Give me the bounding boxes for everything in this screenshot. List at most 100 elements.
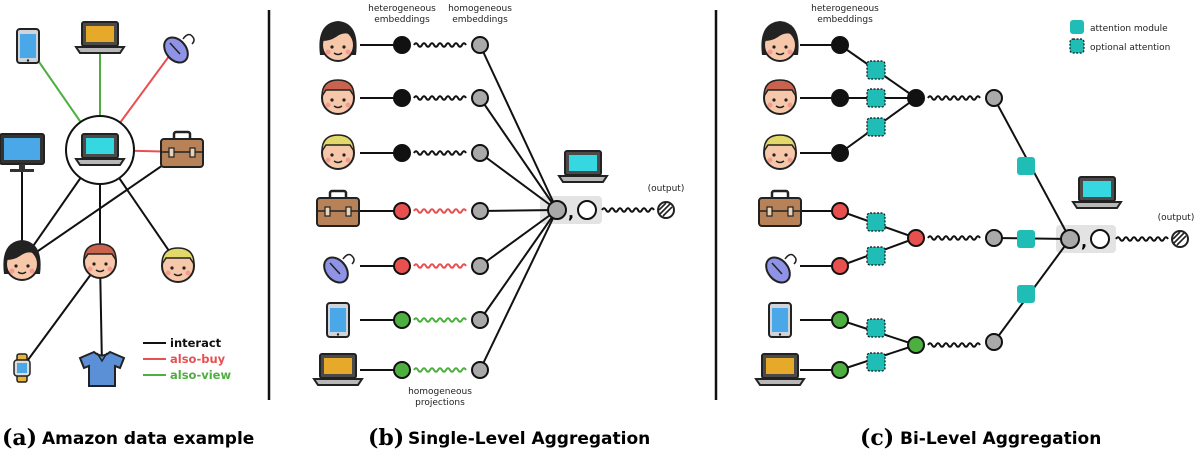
b-output-label: (output) xyxy=(648,184,685,194)
panel-a-legend: interact also-buy also-view xyxy=(143,336,231,382)
c-legend: attention module optional attention xyxy=(1069,20,1170,54)
panel-a-edges xyxy=(21,40,183,369)
b-row-1-homo-node xyxy=(471,89,489,107)
c-g1-wave xyxy=(927,235,981,241)
panel-a-caption-letter: (a) xyxy=(2,425,37,451)
c-label-hetero-2: embeddings xyxy=(817,15,873,25)
woman-avatar-icon xyxy=(2,239,42,281)
panel-b-caption-letter: (b) xyxy=(368,425,404,451)
edge-man-shirt xyxy=(99,261,103,367)
c-g1-r0-hetero-node xyxy=(831,202,849,220)
panel-c-caption-text: Bi-Level Aggregation xyxy=(900,429,1101,449)
b-row-4-source-icon xyxy=(318,251,355,289)
c-g2-r0-optional-attention xyxy=(866,318,886,338)
laptop-icon xyxy=(75,21,125,54)
c-g1-r1-hetero-node xyxy=(831,257,849,275)
c-g1-r1-source-icon xyxy=(760,251,797,289)
b-row-4-fan-edge xyxy=(479,209,558,267)
b-label-proj-1: homogeneous xyxy=(408,387,472,397)
c-g0-homo-node xyxy=(985,89,1003,107)
monitor-icon xyxy=(0,133,45,173)
b-row-3-projection-wave xyxy=(413,208,467,214)
c-g2-r0-source-icon xyxy=(768,302,792,338)
b-label-hetero-2: embeddings xyxy=(374,15,430,25)
c-g2-wave xyxy=(927,342,981,348)
legend-optional-label: optional attention xyxy=(1090,43,1170,53)
c-target-laptop-icon xyxy=(1072,176,1122,209)
b-agg-node xyxy=(547,200,567,220)
c-self-node xyxy=(1090,229,1110,249)
panel-a: interact also-buy also-view (a) Amazon d… xyxy=(0,21,254,451)
panel-c: heterogeneous embeddings attention modul… xyxy=(755,4,1194,451)
b-output-wave xyxy=(601,207,655,213)
watch-icon xyxy=(13,353,31,383)
b-row-1-projection-wave xyxy=(413,95,467,101)
legend-also-view: also-view xyxy=(170,368,231,382)
man-red-avatar-icon xyxy=(83,243,117,279)
panel-a-caption-text: Amazon data example xyxy=(42,429,254,449)
shirt-icon xyxy=(79,351,125,387)
b-row-2-source-icon xyxy=(321,134,355,170)
c-g2-r1-hetero-node xyxy=(831,361,849,379)
c-g1-r0-source-icon xyxy=(757,189,803,228)
c-g0-hub-node xyxy=(907,89,925,107)
b-row-6-projection-wave xyxy=(413,367,467,373)
c-g0-r2-source-icon xyxy=(763,134,797,170)
panel-c-caption-letter: (c) xyxy=(860,425,894,451)
legend-interact: interact xyxy=(170,336,222,350)
b-row-4-projection-wave xyxy=(413,263,467,269)
b-comma: , xyxy=(568,203,574,222)
c-g1-hub-node xyxy=(907,229,925,247)
c-output-hatch-icon xyxy=(1171,230,1189,248)
b-row-3-hetero-node xyxy=(393,202,411,220)
tablet-icon xyxy=(16,28,40,64)
briefcase-icon xyxy=(159,130,205,169)
c-g0-r0-hetero-node xyxy=(831,36,849,54)
b-row-0-source-icon xyxy=(318,20,358,62)
b-row-3-homo-node xyxy=(471,202,489,220)
b-row-6-source-icon xyxy=(313,353,363,386)
c-label-hetero-1: heterogeneous xyxy=(811,4,879,14)
c-g2-r1-source-icon xyxy=(755,353,805,386)
c-g0-attention-module xyxy=(1017,157,1035,175)
legend-also-buy: also-buy xyxy=(170,352,226,366)
c-g0-r1-hetero-node xyxy=(831,89,849,107)
b-row-0-homo-node xyxy=(471,36,489,54)
c-g0-r2-optional-attention xyxy=(866,117,886,137)
panel-b-caption-text: Single-Level Aggregation xyxy=(408,429,650,449)
c-g2-attention-module xyxy=(1017,285,1035,303)
c-g0-r2-hetero-node xyxy=(831,144,849,162)
b-row-2-projection-wave xyxy=(413,150,467,156)
b-label-homo-1: homogeneous xyxy=(448,4,512,14)
b-target-laptop-icon xyxy=(558,150,608,183)
b-row-1-fan-edge xyxy=(479,97,558,211)
b-row-2-fan-edge xyxy=(479,152,558,211)
c-g0-r0-source-icon xyxy=(760,20,800,62)
c-g1-homo-node xyxy=(985,229,1003,247)
edge-briefcase-woman xyxy=(21,151,183,263)
b-row-0-projection-wave xyxy=(413,42,467,48)
panel-c-graph xyxy=(755,20,1071,386)
b-row-5-hetero-node xyxy=(393,311,411,329)
b-row-4-hetero-node xyxy=(393,257,411,275)
laptop-center-icon xyxy=(75,133,125,166)
panel-b: heterogeneous embeddings homogeneous emb… xyxy=(313,4,685,451)
b-row-5-projection-wave xyxy=(413,317,467,323)
c-g1-r1-optional-attention xyxy=(866,246,886,266)
b-row-3-fan-edge xyxy=(479,209,558,212)
man-yellow-avatar-icon xyxy=(161,247,195,283)
b-row-2-homo-node xyxy=(471,144,489,162)
c-g0-r0-optional-attention xyxy=(866,60,886,80)
legend-attention-swatch xyxy=(1070,20,1084,34)
b-row-3-source-icon xyxy=(315,189,361,228)
c-g1-r0-optional-attention xyxy=(866,212,886,232)
c-g0-r1-optional-attention xyxy=(866,88,886,108)
b-output-hatch-icon xyxy=(657,201,675,219)
b-row-1-hetero-node xyxy=(393,89,411,107)
b-label-proj-2: projections xyxy=(415,398,465,408)
c-comma: , xyxy=(1081,232,1087,251)
b-row-5-homo-node xyxy=(471,311,489,329)
c-g2-homo-node xyxy=(985,333,1003,351)
